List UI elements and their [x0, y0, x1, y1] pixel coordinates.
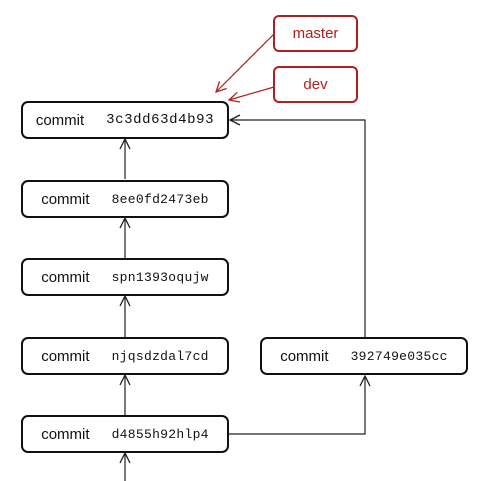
- master-ref-label[interactable]: master: [273, 15, 358, 52]
- commit-keyword: commit: [41, 347, 90, 365]
- commit-node[interactable]: commit njqsdzdal7cd: [21, 337, 229, 375]
- commit-hash: 8ee0fd2473eb: [111, 191, 209, 207]
- commit-hash: 3c3dd63d4b93: [106, 112, 215, 128]
- dev-ref-label[interactable]: dev: [273, 66, 358, 103]
- commit-keyword: commit: [41, 268, 90, 286]
- edge-3927-to-3c3d: [230, 120, 366, 337]
- commit-hash: spn1393oqujw: [111, 269, 209, 285]
- commit-node[interactable]: commit 3c3dd63d4b93: [21, 101, 229, 139]
- commit-hash: d4855h92hlp4: [111, 426, 209, 442]
- dev-pointer: [229, 86, 275, 100]
- commit-node[interactable]: commit 392749e035cc: [260, 337, 468, 375]
- commit-hash: 392749e035cc: [350, 348, 448, 364]
- edge-d485-to-3927: [229, 376, 365, 435]
- commit-node[interactable]: commit 8ee0fd2473eb: [21, 180, 229, 218]
- commit-keyword: commit: [280, 347, 329, 365]
- commit-keyword: commit: [41, 190, 90, 208]
- commit-node[interactable]: commit spn1393oqujw: [21, 258, 229, 296]
- commit-keyword: commit: [35, 111, 85, 129]
- commit-hash: njqsdzdal7cd: [111, 348, 209, 364]
- commit-keyword: commit: [41, 425, 90, 443]
- master-pointer: [216, 33, 275, 92]
- commit-node[interactable]: commit d4855h92hlp4: [21, 415, 229, 453]
